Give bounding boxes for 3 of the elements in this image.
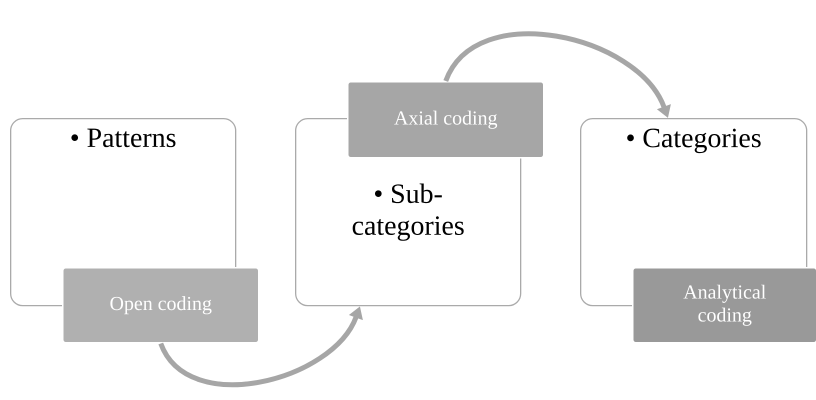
label-tab: Open coding — [62, 267, 260, 344]
label-tab: Analytical coding — [632, 267, 816, 344]
label-tab: Axial coding — [347, 81, 544, 158]
